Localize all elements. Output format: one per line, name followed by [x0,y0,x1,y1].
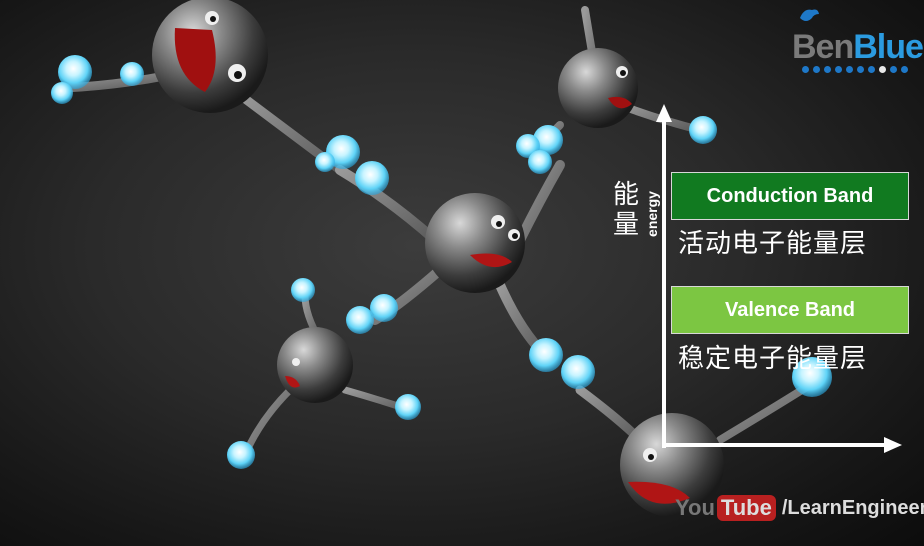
energy-label-en: energy [644,191,660,237]
logo-part2: Blue [853,28,924,66]
atom-center [425,193,525,293]
valence-band: Valence Band [671,286,909,334]
logo-dots [802,66,908,73]
logo-part1: Ben [792,28,854,66]
conduction-band: Conduction Band [671,172,909,220]
atom-top-right [558,48,638,128]
valence-band-cn: 稳定电子能量层 [678,344,868,374]
conduction-band-cn: 活动电子能量层 [678,229,868,259]
youtube-you: You [675,495,715,520]
benblue-logo: BenBlue [792,6,924,80]
atom-top-left [152,0,268,113]
energy-label-cn: 能量 [612,180,639,240]
atom-bottom-right [620,413,724,517]
electrons [51,55,832,469]
atom-lower-left [277,327,353,403]
energy-axes [656,104,902,453]
bird-icon [800,9,819,21]
youtube-watermark: You Tube /LearnEngineering [675,492,924,524]
youtube-tube: Tube [716,495,776,521]
channel-handle: /LearnEngineering [781,496,924,519]
